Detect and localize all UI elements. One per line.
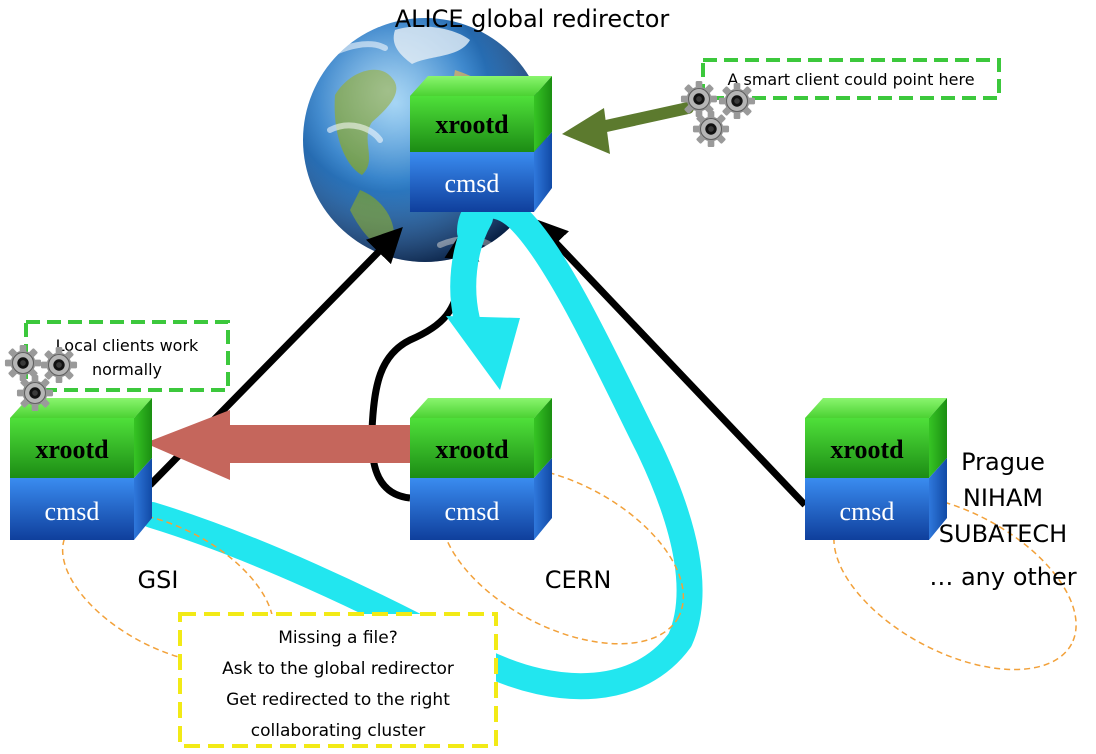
gsi-server: xrootd cmsd [10,398,152,540]
cyan-arrowhead [446,316,520,390]
gsi-site-label: GSI [138,566,179,594]
gsi-xrootd-label: xrootd [35,435,109,464]
site-name-niham: NIHAM [963,484,1043,512]
missing-file-callout: Missing a file? Ask to the global redire… [178,612,498,748]
smart-client-callout: A smart client could point here [701,58,1001,100]
other-to-global-arrow [532,217,808,508]
smart-client-text: A smart client could point here [727,70,974,89]
redirect-arrow [145,410,410,480]
other-site-names: Prague NIHAM SUBATECH … any other [929,448,1076,591]
cern-server: xrootd cmsd [410,398,552,540]
global-query-loop [139,192,703,700]
global-cmsd-label: cmsd [445,169,500,198]
global-xrootd-label: xrootd [435,110,509,139]
cern-cluster-ellipse [439,465,685,645]
site-name-subatech: SUBATECH [939,520,1067,548]
local-clients-line-1: Local clients work [56,336,199,355]
smart-client-arrow [562,102,694,154]
other-xrootd-label: xrootd [830,435,904,464]
cern-xrootd-label: xrootd [435,435,509,464]
other-cmsd-label: cmsd [840,497,895,526]
missing-file-line-2: Ask to the global redirector [222,659,454,679]
cern-site-label: CERN [545,566,612,594]
cern-cmsd-label: cmsd [445,497,500,526]
site-name-any-other: … any other [929,563,1076,591]
site-name-prague: Prague [961,448,1045,476]
missing-file-line-4: collaborating cluster [251,721,425,741]
local-clients-line-2: normally [92,360,162,379]
missing-file-line-1: Missing a file? [278,628,398,648]
other-server: xrootd cmsd [805,398,947,540]
global-server: xrootd cmsd [410,76,552,212]
gsi-cmsd-label: cmsd [45,497,100,526]
missing-file-line-3: Get redirected to the right [226,690,450,710]
page-title: ALICE global redirector [395,5,670,33]
